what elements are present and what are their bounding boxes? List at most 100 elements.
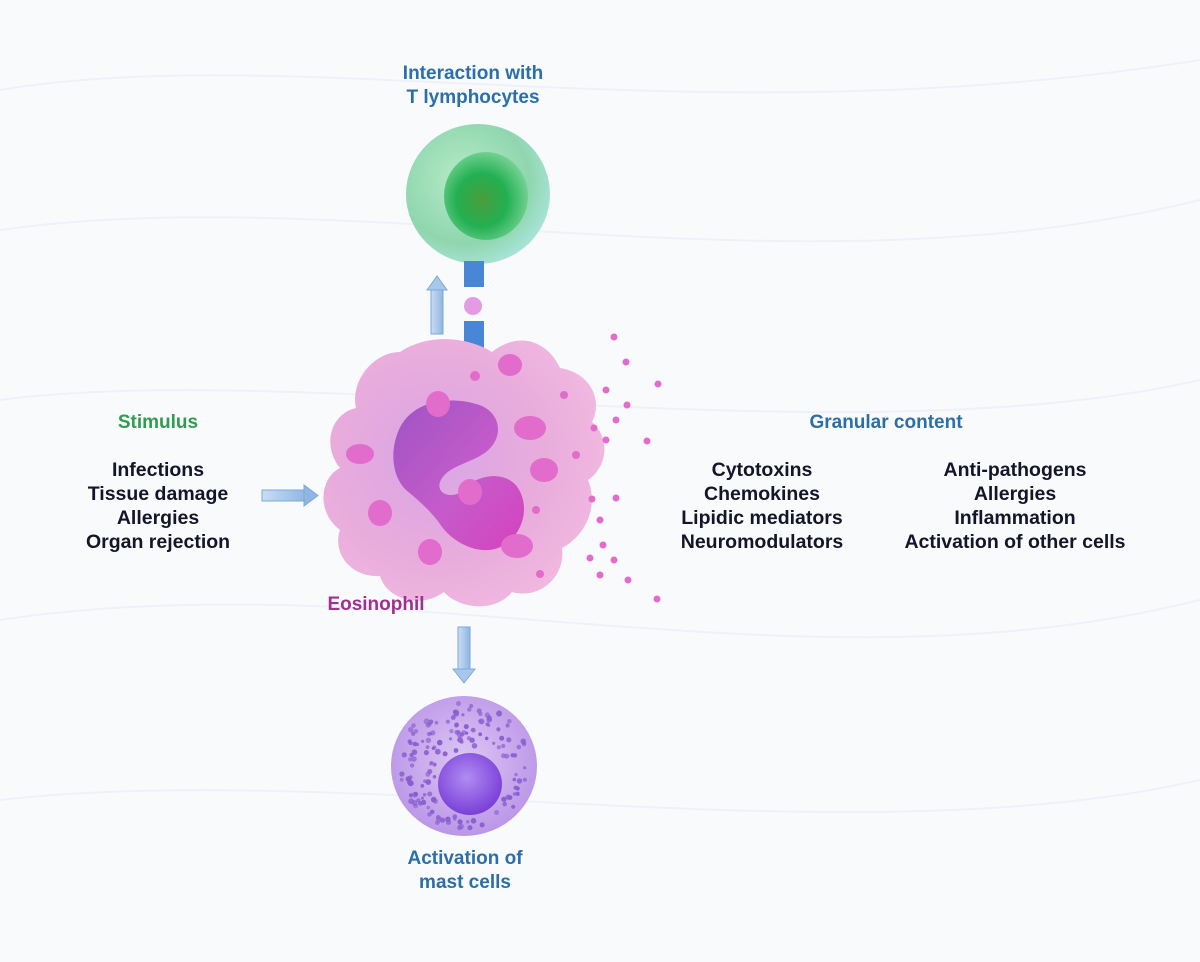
mast-cell-granule — [408, 793, 413, 798]
mast-cell-granule — [408, 757, 413, 762]
mast-cell-granule — [449, 729, 454, 734]
mast-cell-granule — [425, 779, 432, 785]
mast-cell-granule — [507, 719, 512, 724]
mast-cell-granule — [401, 752, 407, 758]
mast-cell-granule — [471, 743, 478, 749]
mast-cell-granule — [484, 736, 489, 741]
mast-cell-granule — [399, 771, 405, 777]
mast-cell-granule — [465, 731, 469, 735]
mast-cell-granule — [421, 799, 427, 806]
receptor-connector — [464, 261, 484, 349]
mast-cell-granule — [422, 793, 427, 797]
eosinophil-cell — [323, 339, 605, 607]
mast-cell-granule — [436, 739, 443, 746]
mast-cell-granule — [427, 769, 433, 774]
mast-cell-granule — [454, 723, 459, 728]
mast-cell-granule — [501, 743, 506, 749]
mast-cell-granule — [421, 739, 425, 743]
mast-cell — [391, 696, 537, 836]
mast-cell-granule — [510, 753, 515, 758]
mast-cell-granule — [442, 751, 448, 757]
mast-cell-granule — [511, 804, 516, 809]
mast-cell-granule — [461, 713, 465, 717]
stimulus-list: Infections Tissue damage Allergies Organ… — [58, 458, 258, 554]
mast-cell-granule — [430, 796, 437, 803]
stimulus-title: Stimulus — [117, 412, 199, 433]
mast-cell-granule — [445, 816, 451, 822]
up-arrow-icon — [426, 275, 448, 335]
mast-cell-granule — [456, 730, 461, 734]
mast-cell-granule — [408, 741, 413, 746]
list-item: Chemokines — [704, 483, 820, 505]
mast-cell-granule — [457, 819, 463, 825]
mast-cell-granule — [427, 791, 433, 797]
down-arrow-icon — [451, 626, 477, 684]
mast-cell-granule — [425, 737, 432, 743]
mast-cell-granule — [413, 791, 419, 797]
mast-cell-granule — [448, 737, 453, 741]
mast-cell-granule — [456, 701, 461, 706]
list-item: Neuromodulators — [680, 531, 844, 553]
mast-cell-granule — [436, 816, 442, 823]
released-granules — [586, 333, 662, 603]
list-item: Cytotoxins — [711, 459, 813, 481]
mast-cell-granule — [496, 710, 503, 717]
mast-cell-granule — [423, 779, 427, 783]
list-item: Lipidic mediators — [681, 507, 843, 529]
mast-cell-granule — [523, 766, 527, 770]
mast-cell-granule — [470, 818, 477, 824]
t-lymphocyte-label-line1: Interaction with — [402, 63, 544, 84]
mast-cell-granule — [432, 775, 437, 779]
mast-cell-granule — [494, 810, 499, 815]
mast-cell-granule — [429, 762, 433, 766]
mast-cell-granule — [432, 762, 437, 767]
mast-cell-granule — [479, 822, 485, 828]
mast-cell-granule — [408, 798, 414, 805]
mast-cell-granule — [496, 745, 501, 750]
mast-cell-granule — [428, 719, 434, 725]
mast-cell-granule — [520, 738, 527, 745]
mast-cell-granule — [470, 727, 476, 733]
eosinophil-label: Eosinophil — [327, 594, 425, 615]
mast-cell-granule — [458, 823, 464, 830]
mast-cells-label: Activation of mast cells — [365, 847, 565, 895]
mast-cell-granule — [512, 792, 517, 796]
mast-cell-granule — [522, 777, 528, 782]
mast-cell-granule — [409, 763, 415, 768]
mast-cell-granule — [399, 777, 404, 782]
mast-cell-granule — [506, 737, 512, 743]
mast-cell-granule — [411, 749, 418, 755]
mast-cell-granule — [499, 735, 505, 741]
list-item: Anti-pathogens — [943, 459, 1087, 481]
mast-cells-label-line2: mast cells — [419, 872, 511, 893]
mast-cell-granule — [469, 737, 475, 743]
granular-content-list: Cytotoxins Chemokines Lipidic mediators … — [662, 458, 862, 554]
mast-cell-granule — [412, 741, 418, 747]
mast-cell-granule — [445, 719, 450, 724]
mast-cell-granule — [423, 750, 429, 756]
mast-cell-granule — [411, 731, 416, 736]
mast-cell-granule — [476, 708, 482, 714]
mast-cell-granule — [453, 709, 457, 714]
mast-cell-granule — [420, 784, 425, 788]
t-lymphocyte-label-line2: T lymphocytes — [406, 87, 540, 108]
list-item: Activation of other cells — [904, 531, 1126, 553]
mast-cell-granule — [478, 719, 482, 723]
mast-cell-granule — [516, 778, 523, 784]
mast-cell-granule — [411, 756, 417, 762]
mast-cell-granule — [467, 707, 472, 712]
mast-cell-granule — [432, 745, 437, 750]
mast-cell-granule — [516, 744, 522, 750]
list-item: Tissue damage — [87, 483, 229, 505]
mast-cell-granule — [408, 727, 414, 733]
mast-cell-granule — [457, 736, 463, 743]
mast-cell-granule — [513, 785, 518, 790]
mast-cell-granule — [505, 723, 510, 728]
effects-list: Anti-pathogens Allergies Inflammation Ac… — [880, 458, 1150, 554]
mast-cell-granule — [425, 745, 430, 749]
mast-cells-label-line1: Activation of — [407, 848, 523, 869]
mast-cell-granule — [413, 729, 419, 734]
mast-cell-granule — [505, 794, 511, 800]
mast-cell-granule — [426, 805, 431, 810]
t-lymphocyte-label: Interaction with T lymphocytes — [373, 62, 573, 110]
